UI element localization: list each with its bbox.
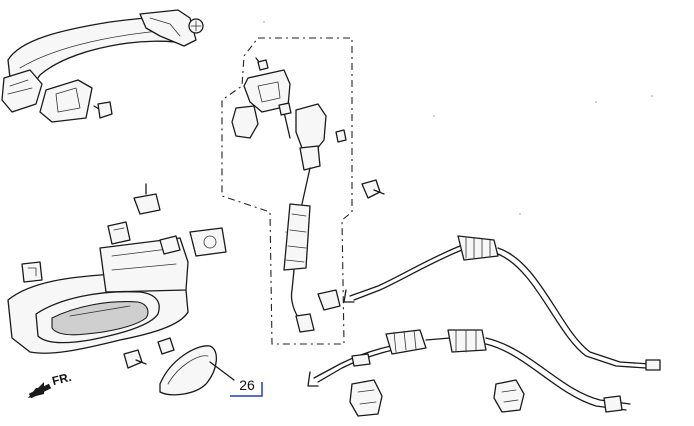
outer-door-handle xyxy=(1,9,204,113)
callout-number: 26 xyxy=(239,377,255,393)
noise-dots xyxy=(263,21,653,233)
clip-4 xyxy=(189,227,227,257)
assembly-group-outline xyxy=(221,37,353,345)
clip-3 xyxy=(133,183,161,215)
cable-upper xyxy=(343,235,661,371)
screw-2 xyxy=(157,337,175,355)
lock-cylinder xyxy=(278,102,347,171)
front-direction-arrow xyxy=(28,382,52,399)
latch-bracket xyxy=(231,57,291,139)
clip-2 xyxy=(107,221,131,245)
screw xyxy=(123,349,147,369)
cable-lower xyxy=(307,329,631,413)
cable-clip-right xyxy=(493,379,525,413)
handle-base-bracket xyxy=(39,79,113,123)
callout-bracket xyxy=(230,382,263,397)
clip-1 xyxy=(21,261,43,283)
inner-door-handle xyxy=(7,235,189,354)
cable-clip-left xyxy=(349,379,383,417)
cover-cap xyxy=(159,345,235,396)
control-rod xyxy=(283,167,341,333)
bolt xyxy=(361,179,385,199)
